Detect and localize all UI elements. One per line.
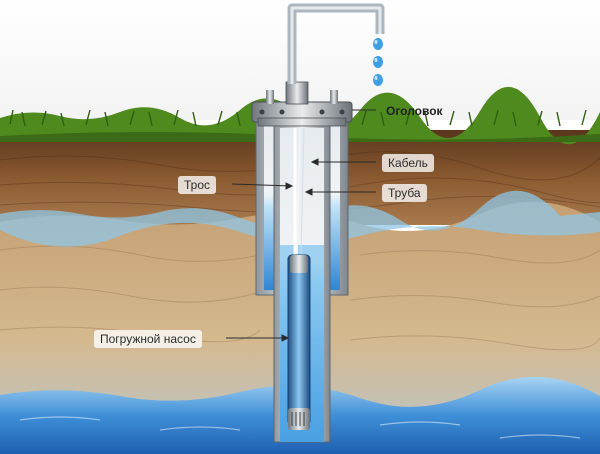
water-drops (373, 38, 383, 86)
leader-lines (226, 109, 376, 342)
discharge-pipe-highlight (290, 6, 382, 84)
pump-motor-bottom (288, 408, 310, 430)
pipe-fitting (285, 81, 309, 105)
sand-texture (0, 245, 600, 351)
aquifer-ripples (19, 416, 581, 439)
grass-layer (0, 86, 600, 145)
grass-blades (9, 109, 587, 127)
wellhead-eye-bolt-right (330, 90, 338, 104)
label-cable: Кабель (382, 154, 434, 172)
arrow-pump (281, 334, 290, 342)
label-head: Оголовок (386, 104, 443, 118)
wellhead-eye-bolt-left (266, 90, 274, 104)
arrow-cable (310, 158, 319, 166)
wellhead-bolts (259, 109, 345, 115)
safety-rope (300, 127, 305, 256)
pump-cable (296, 127, 301, 256)
label-pump: Погружной насос (94, 330, 202, 348)
arrow-pipe (304, 188, 313, 196)
arrow-rope (285, 182, 294, 190)
pump-intake-grid (291, 412, 305, 426)
label-pipe: Труба (382, 184, 427, 202)
submersible-pump-body (287, 254, 311, 426)
pump-outlet-head (290, 255, 308, 273)
wellhead-flange (257, 117, 347, 127)
leader-rope (231, 183, 293, 187)
label-rope: Трос (178, 176, 217, 194)
